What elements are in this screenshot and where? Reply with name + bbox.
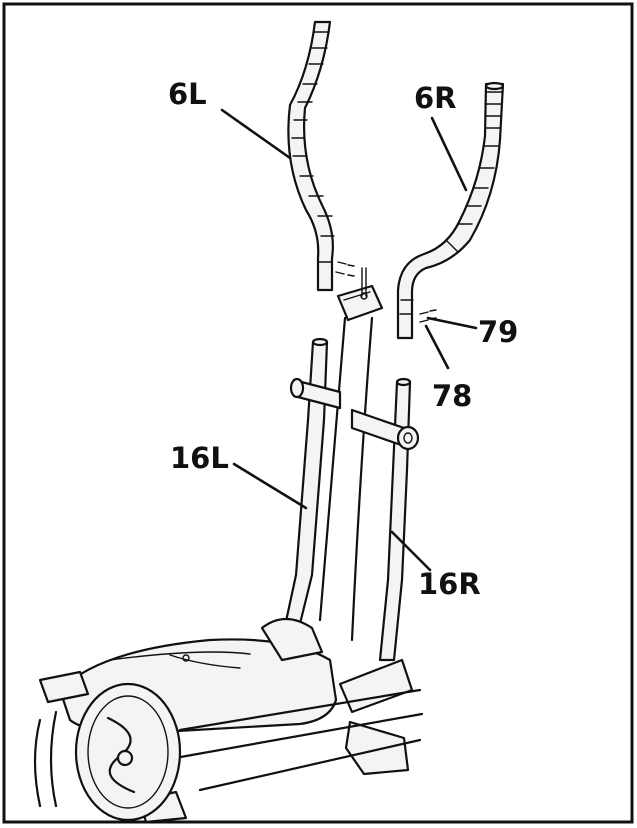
label-78: 78 xyxy=(432,379,472,413)
leader-lines xyxy=(220,108,478,572)
lower-arm-right-16R xyxy=(350,377,420,662)
label-16L: 16L xyxy=(170,441,229,475)
leader-78 xyxy=(424,324,450,370)
label-79: 79 xyxy=(478,315,518,349)
leader-16R xyxy=(390,530,432,572)
handlebar-right-6R xyxy=(396,81,505,340)
label-16R: 16R xyxy=(418,567,481,601)
handlebar-left-6L xyxy=(287,20,335,292)
leader-79 xyxy=(426,316,478,330)
leader-6R xyxy=(430,116,468,192)
flywheel xyxy=(33,682,182,822)
leader-6L xyxy=(220,108,292,160)
center-mast xyxy=(318,267,384,642)
label-6L: 6L xyxy=(168,77,207,111)
leader-16L xyxy=(232,462,308,510)
label-6R: 6R xyxy=(414,81,457,115)
